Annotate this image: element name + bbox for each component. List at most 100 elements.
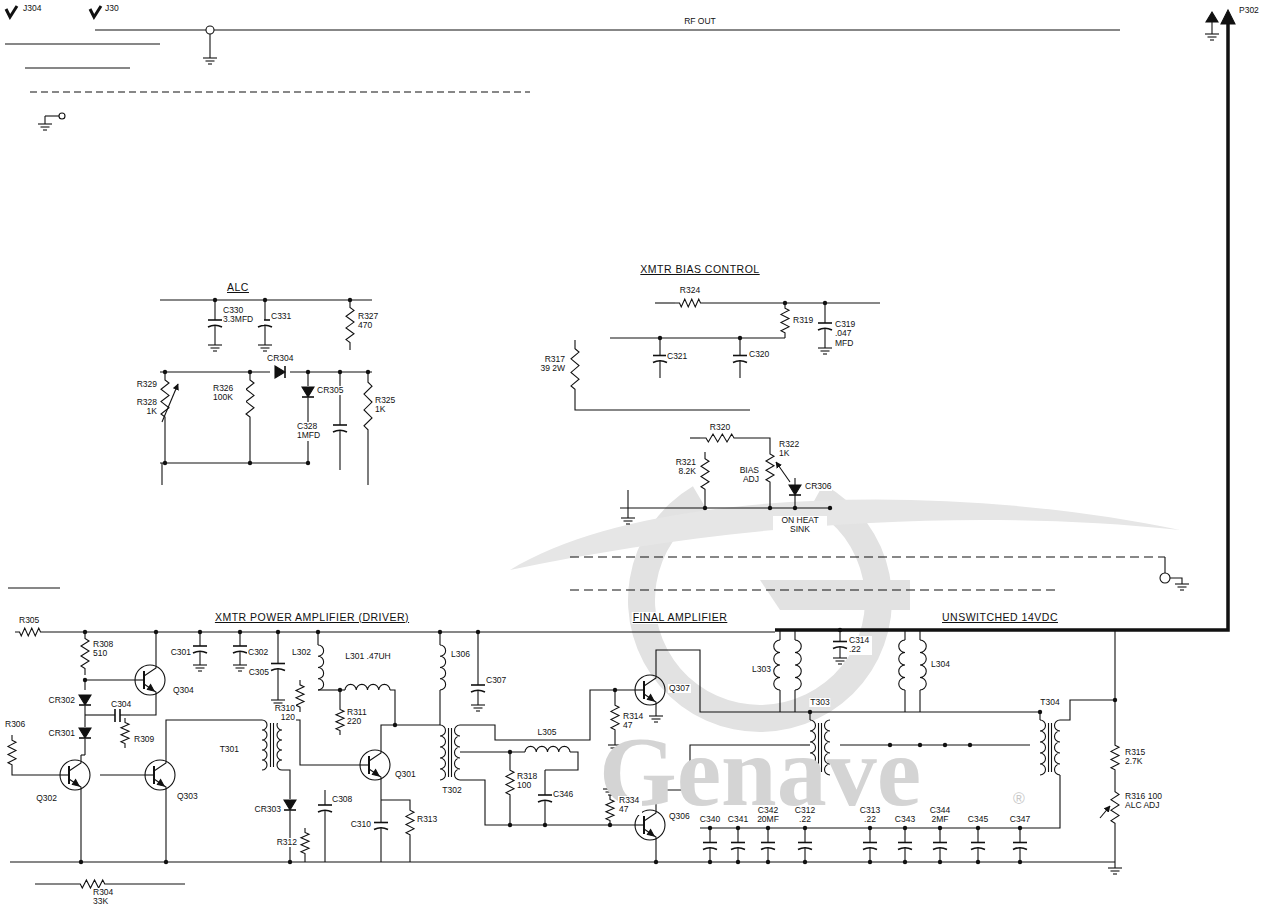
junction-dot — [938, 860, 942, 864]
wire — [110, 883, 185, 884]
part-label: R322 1K — [778, 440, 808, 459]
wire — [390, 690, 395, 725]
junction-dot — [154, 630, 158, 634]
junction-dot — [793, 506, 797, 510]
capacitor-symbol — [818, 303, 832, 348]
capacitor-symbol — [733, 338, 747, 378]
ground-symbol — [1205, 34, 1219, 40]
wire — [769, 488, 770, 508]
part-label: Q301 — [394, 770, 417, 779]
resistor-symbol — [1111, 740, 1119, 775]
wire — [5, 43, 160, 44]
wire — [12, 770, 60, 775]
part-label: C321 — [666, 352, 688, 361]
part-label: L304 — [930, 660, 951, 669]
arrow-head — [1206, 12, 1218, 22]
power-trace — [775, 24, 1228, 630]
part-label: C310 — [350, 820, 372, 829]
wire — [381, 800, 410, 805]
wire — [282, 720, 360, 765]
wire — [1164, 557, 1165, 573]
part-label: CR302 — [48, 696, 76, 705]
diode-symbol — [79, 695, 91, 705]
resistor-symbol — [346, 300, 354, 350]
inductor-coil — [1040, 720, 1046, 775]
part-label: R317 39 2W — [532, 355, 566, 374]
junction-dot — [828, 506, 832, 510]
ground-symbol — [1108, 868, 1122, 874]
resistor-symbol — [81, 632, 89, 675]
ground-symbol — [649, 716, 663, 722]
transformer-core — [270, 723, 271, 767]
wire — [779, 690, 780, 712]
potentiometer-arrow — [1100, 806, 1110, 818]
wire — [35, 883, 75, 884]
wire — [317, 632, 318, 645]
diode-symbol — [789, 485, 801, 495]
part-label: R327 470 — [357, 312, 387, 331]
part-label: J304 — [22, 4, 42, 13]
transformer-core — [448, 728, 449, 777]
wire — [1114, 830, 1115, 868]
resistor-symbol — [296, 680, 304, 712]
wire — [575, 398, 750, 410]
part-label: P302 — [1238, 6, 1260, 15]
wire — [84, 739, 85, 755]
junction-dot — [306, 461, 310, 465]
junction-dot — [703, 506, 707, 510]
wire — [570, 556, 1165, 557]
junction-dot — [393, 723, 397, 727]
transistor-symbol — [60, 755, 90, 795]
junction-dot — [288, 860, 292, 864]
resistor-symbol — [701, 452, 709, 496]
inductor-coil — [920, 640, 926, 690]
wire — [164, 425, 165, 463]
resistor-symbol — [506, 765, 514, 800]
part-label: C307 — [485, 676, 507, 685]
part-label: R329 — [136, 380, 158, 389]
part-label: L302 — [291, 648, 312, 657]
part-label: T303 — [809, 698, 830, 707]
resistor-symbol — [571, 340, 579, 398]
wire — [45, 115, 59, 116]
part-label: C330 3.3MFD — [222, 306, 264, 325]
capacitor-symbol — [333, 405, 347, 450]
part-label: C328 1MFD — [296, 422, 332, 441]
junction-dot — [968, 743, 972, 747]
resistor-symbol — [246, 372, 254, 425]
part-label: R334 47 — [618, 796, 642, 815]
capacitor-symbol — [798, 828, 812, 862]
wire — [339, 450, 340, 470]
part-label: R312 — [276, 838, 298, 847]
part-label: L303 — [751, 665, 772, 674]
wire — [779, 630, 780, 640]
capacitor-symbol — [233, 632, 247, 665]
part-label: R325 1K — [374, 396, 402, 415]
wire — [160, 462, 310, 463]
junction-dot — [918, 743, 922, 747]
terminal — [206, 26, 214, 34]
wire — [166, 720, 262, 755]
junction-dot — [808, 710, 812, 714]
resistor-symbol — [8, 735, 16, 770]
junction-dot — [654, 860, 658, 864]
junction-dot — [608, 823, 612, 827]
part-label: T302 — [441, 786, 462, 795]
wire — [690, 437, 700, 438]
part-label: R313 — [416, 815, 438, 824]
wire — [160, 371, 270, 372]
part-label: C320 — [748, 350, 770, 359]
potentiometer-arrow — [776, 462, 790, 482]
section-title: XMTR POWER AMPLIFIER (DRIVER) — [214, 612, 410, 624]
section-title: UNSWITCHED 14VDC — [941, 612, 1059, 624]
ground-symbol — [1175, 584, 1189, 590]
part-label: R305 — [18, 616, 40, 625]
capacitor-symbol — [208, 300, 222, 345]
part-label: C347 — [1009, 815, 1031, 824]
capacitor-symbol — [833, 630, 847, 658]
wire — [477, 632, 478, 670]
part-label: CR303 — [254, 805, 282, 814]
section-title: XMTR BIAS CONTROL — [639, 264, 760, 276]
part-label: R304 33K — [92, 888, 124, 907]
wire — [409, 840, 410, 862]
